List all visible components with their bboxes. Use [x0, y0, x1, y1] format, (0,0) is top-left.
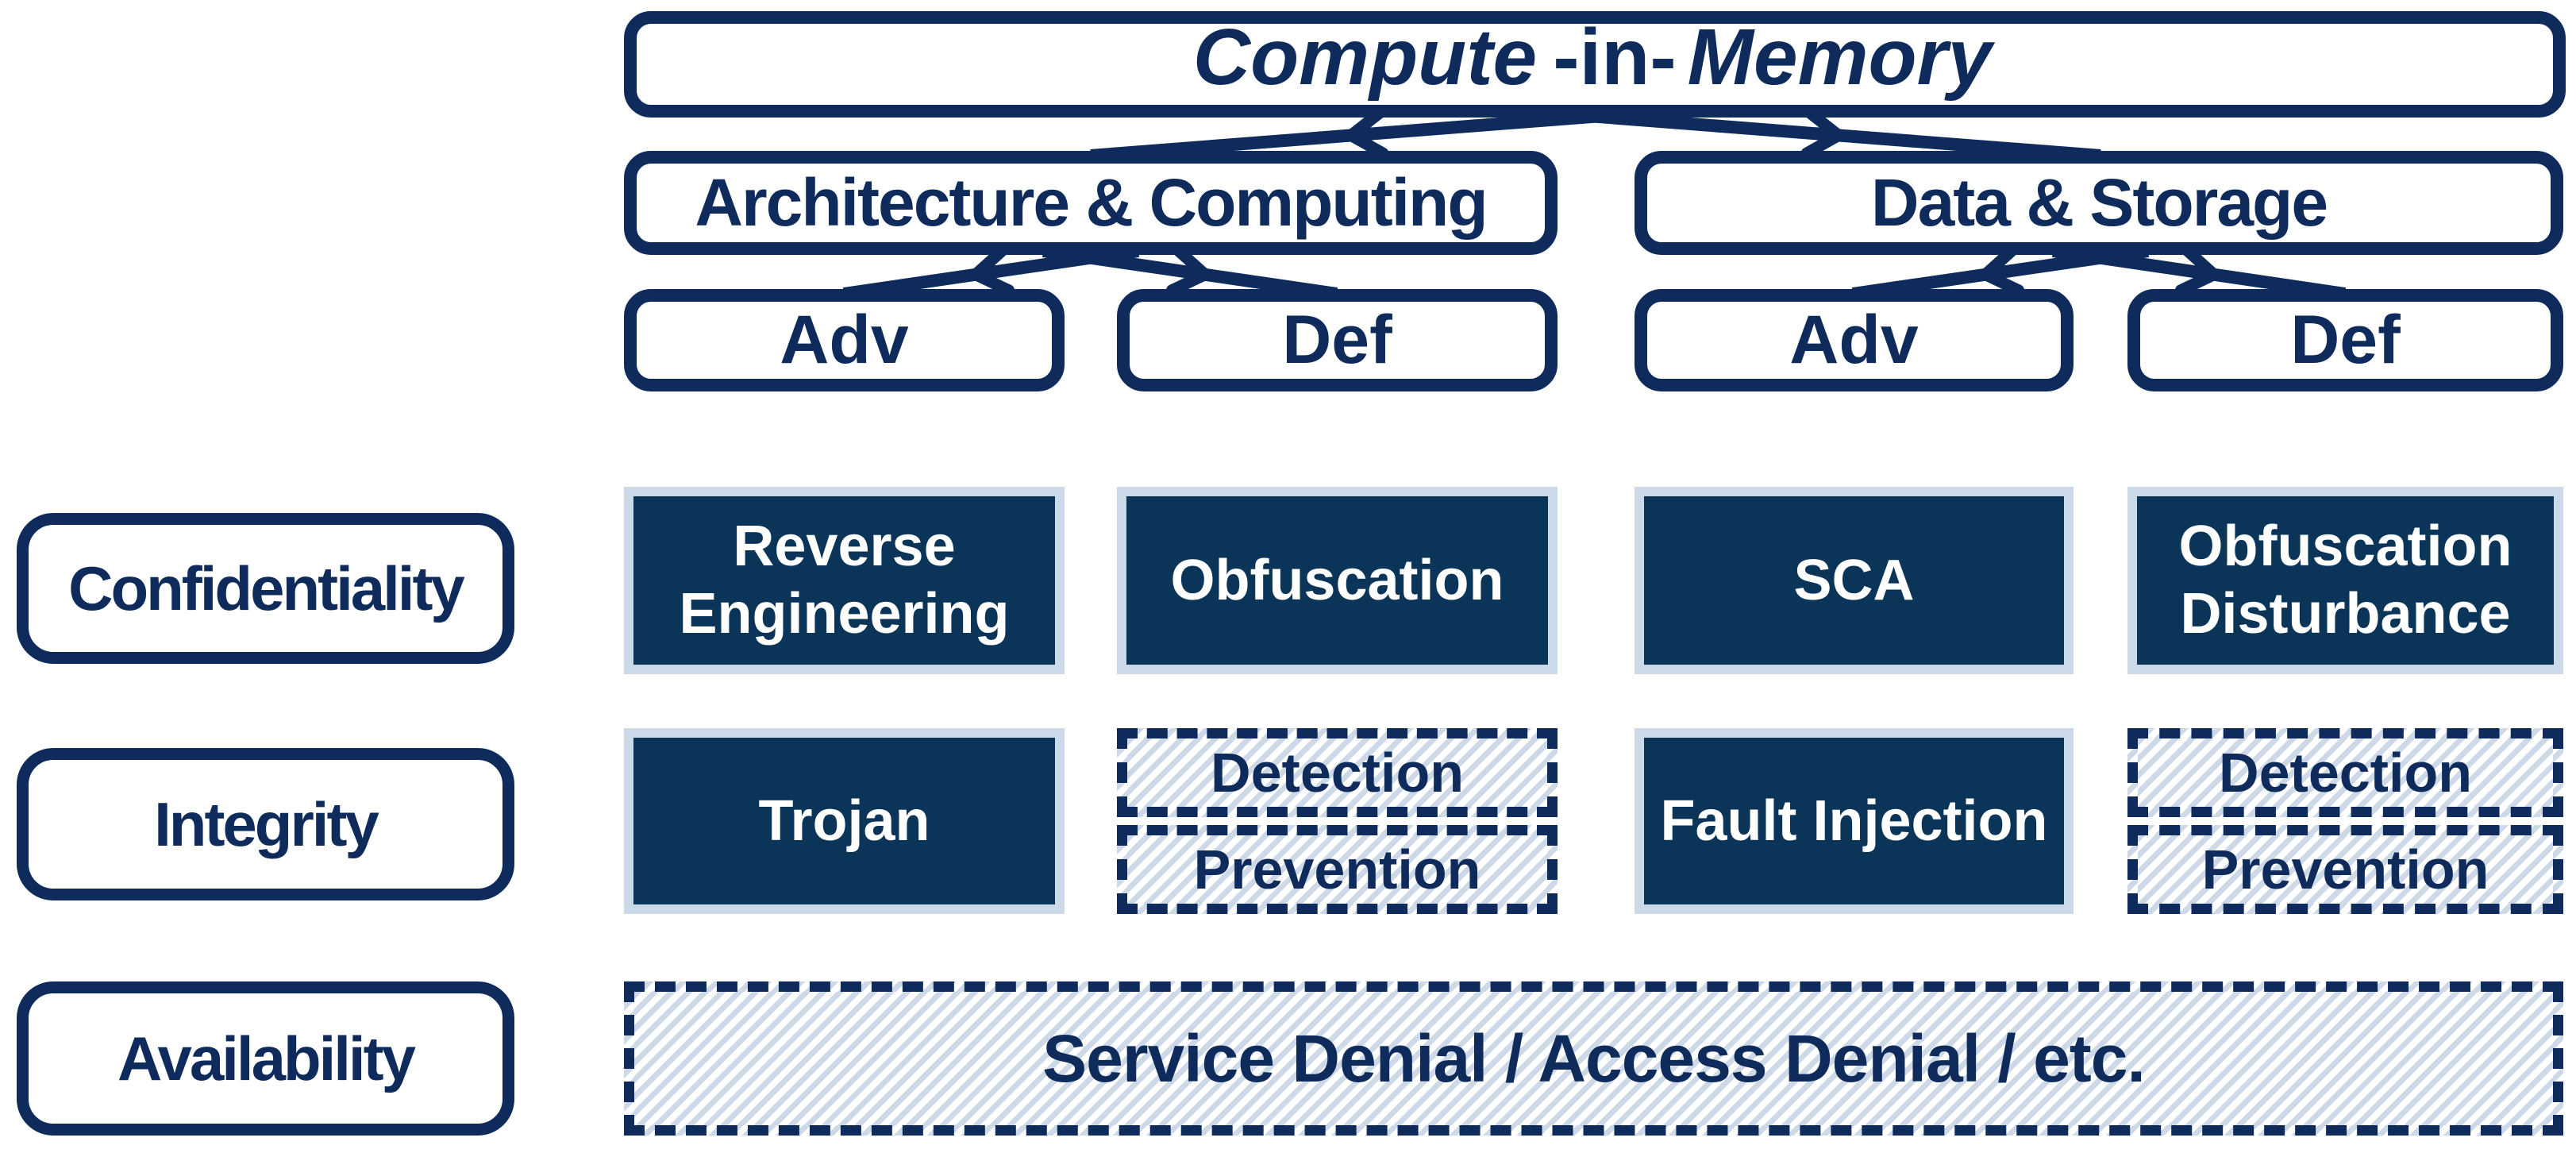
row-label-confidentiality: Confidentiality — [17, 513, 514, 664]
title-word-memory: Memory — [1684, 12, 2000, 117]
row-label-integrity: Integrity — [17, 748, 514, 900]
cell-service-denial: Service Denial / Access Denial / etc. — [624, 981, 2563, 1136]
cell-trojan: Trojan — [624, 728, 1065, 914]
title-separator: -in- — [1553, 13, 1677, 102]
node-def-architecture: Def — [1117, 289, 1558, 391]
node-compute-in-memory: Compute -in- Memory — [624, 11, 2566, 118]
node-architecture-computing: Architecture & Computing — [624, 151, 1558, 255]
cell-fault-injection: Fault Injection — [1635, 728, 2074, 914]
cell-obfuscation: Obfuscation — [1117, 487, 1558, 674]
cell-prevention-architecture: Prevention — [1117, 825, 1558, 914]
node-def-data: Def — [2127, 289, 2563, 391]
cell-obfuscation-disturbance: Obfuscation Disturbance — [2127, 487, 2563, 674]
cell-reverse-engineering: Reverse Engineering — [624, 487, 1065, 674]
title-word-compute: Compute — [1189, 12, 1546, 117]
node-data-storage: Data & Storage — [1635, 151, 2563, 255]
row-label-availability: Availability — [17, 981, 514, 1136]
cell-prevention-data: Prevention — [2127, 825, 2563, 914]
cell-detection-data: Detection — [2127, 728, 2563, 817]
cell-sca: SCA — [1635, 487, 2074, 674]
node-adv-architecture: Adv — [624, 289, 1065, 391]
cell-detection-architecture: Detection — [1117, 728, 1558, 817]
node-adv-data: Adv — [1635, 289, 2074, 391]
